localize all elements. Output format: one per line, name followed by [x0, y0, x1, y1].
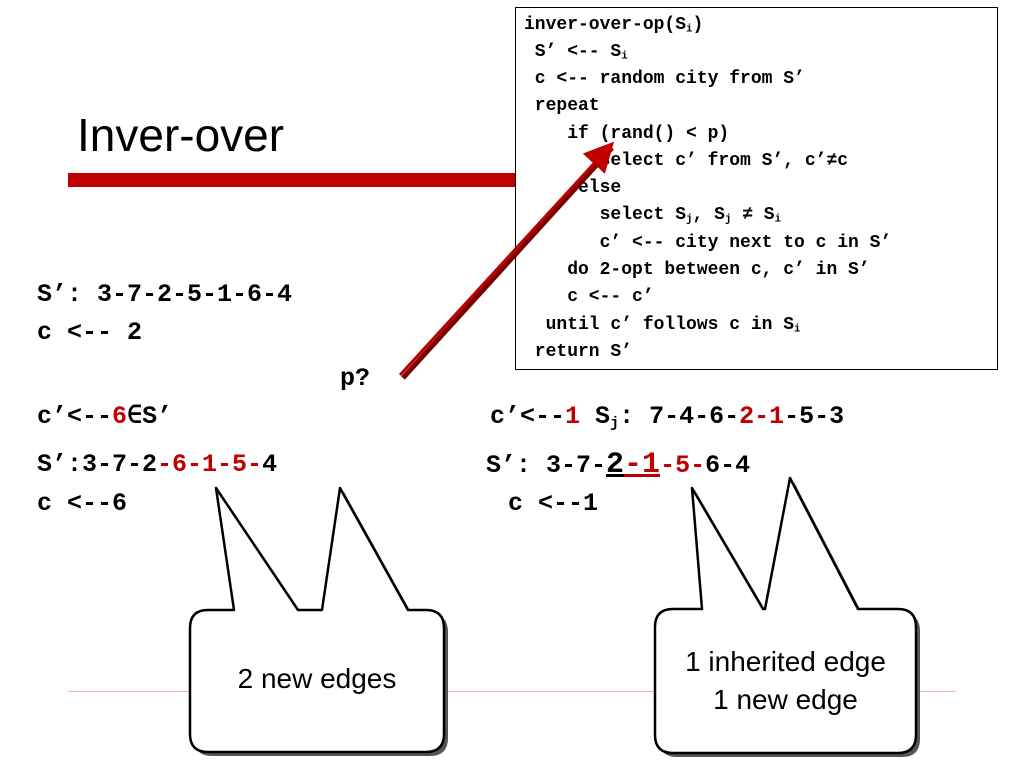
right-callout — [653, 476, 918, 755]
p-arrow — [398, 141, 615, 377]
pseudocode-box: inver-over-op(Si) S’ <-- Si c <-- random… — [515, 7, 998, 370]
left-c-prime: c’<--6∈S’ — [37, 402, 173, 431]
left-s-prime: S’: 3-7-2-5-1-6-4 — [37, 280, 293, 309]
right-c-next: c <--1 — [508, 489, 599, 518]
code-line-8: select Sj, Sj ≠ Si — [524, 205, 782, 226]
code-line-11: c <-- c’ — [524, 287, 654, 307]
right-c-prime-sj: c’<--1 Sj: 7-4-6-2-1-5-3 — [490, 402, 845, 432]
right-callout-line-2: 1 new edge — [713, 684, 858, 715]
code-line-5: if (rand() < p) — [524, 124, 730, 144]
code-line-7: else — [578, 178, 622, 198]
left-callout — [188, 486, 446, 754]
right-callout-text: 1 inherited edge 1 new edge — [655, 643, 916, 719]
code-line-2: S’ <-- Si — [524, 42, 628, 63]
footer-rule — [68, 691, 956, 692]
code-line-3: c <-- random city from S’ — [524, 69, 805, 89]
right-s-new: S’: 3-7-2-1-5-6-4 — [486, 448, 751, 482]
left-c-next: c <--6 — [37, 489, 128, 518]
title-underline-bar — [68, 173, 516, 187]
code-line-13: return S’ — [524, 342, 633, 362]
slide-title: Inver-over — [77, 109, 285, 161]
right-callout-line-1: 1 inherited edge — [685, 646, 886, 677]
p-question: p? — [340, 364, 371, 393]
code-line-10: do 2-opt between c, c’ in S’ — [524, 260, 870, 280]
code-line-1: inver-over-op(Si) — [524, 15, 704, 36]
left-c-init: c <-- 2 — [37, 318, 143, 347]
left-callout-text: 2 new edges — [237, 663, 397, 694]
left-s-new: S’:3-7-2-6-1-5-4 — [37, 450, 278, 479]
code-line-9: c’ <-- city next to c in S’ — [524, 233, 892, 253]
arrow-shadow — [401, 146, 614, 380]
code-line-4: repeat — [524, 96, 600, 116]
code-line-12: until c’ follows c in Si — [524, 315, 801, 336]
code-line-6: select c’ from S’, c’≠c — [524, 151, 849, 171]
